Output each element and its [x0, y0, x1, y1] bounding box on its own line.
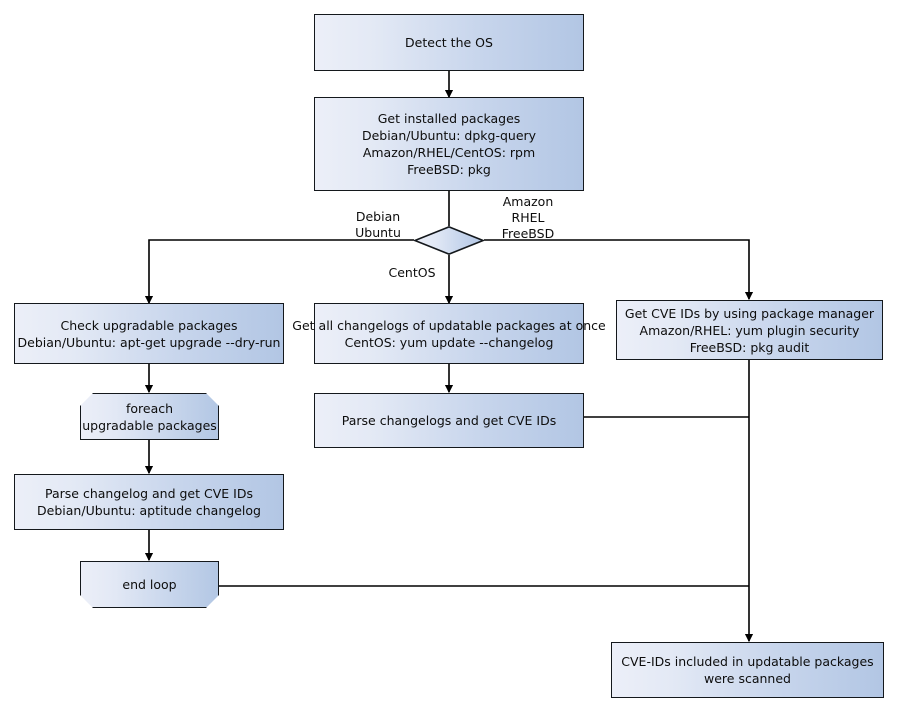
node-parse-changelogs-all-text: Parse changelogs and get CVE IDs: [340, 412, 558, 429]
text-line: Debian/Ubuntu: apt-get upgrade --dry-run: [17, 334, 281, 350]
text-line: end loop: [122, 577, 177, 592]
node-check-upgradable-text: Check upgradable packages Debian/Ubuntu:…: [16, 317, 283, 351]
node-parse-changelog-single[interactable]: Parse changelog and get CVE IDs Debian/U…: [14, 474, 284, 530]
text-line: Debian/Ubuntu: dpkg-query: [361, 128, 537, 143]
text-line: upgradable packages: [82, 417, 217, 433]
text-line: were scanned: [704, 671, 791, 686]
text-line: Ubuntu: [355, 225, 401, 240]
text-line: Detect the OS: [405, 35, 493, 50]
edge-label-right-branch: Amazon RHEL FreeBSD: [492, 194, 564, 242]
text-line: Amazon: [502, 194, 554, 209]
node-get-cve-pkg-manager-text: Get CVE IDs by using package manager Ama…: [623, 305, 876, 356]
text-line: Get installed packages: [377, 111, 521, 126]
node-parse-changelog-single-text: Parse changelog and get CVE IDs Debian/U…: [35, 485, 263, 519]
text-line: Parse changelog and get CVE IDs: [45, 486, 253, 501]
node-get-all-changelogs[interactable]: Get all changelogs of updatable packages…: [292, 303, 606, 364]
node-check-upgradable[interactable]: Check upgradable packages Debian/Ubuntu:…: [14, 303, 284, 364]
text-line: Debian: [355, 209, 401, 224]
edge-decision-left: [144, 239, 414, 305]
text-line: Amazon/RHEL: yum plugin security: [639, 322, 860, 338]
text-line: FreeBSD: pkg: [407, 162, 491, 177]
text-line: Debian/Ubuntu: aptitude changelog: [37, 503, 261, 518]
text-line: Parse changelogs and get CVE IDs: [341, 413, 557, 428]
node-detect-os-text: Detect the OS: [403, 34, 495, 51]
edge-label-left-branch: Debian Ubuntu: [347, 209, 409, 241]
node-get-cve-pkg-manager[interactable]: Get CVE IDs by using package manager Ama…: [616, 300, 883, 360]
node-scanned-result-text: CVE-IDs included in updatable packages w…: [619, 653, 875, 687]
node-end-loop[interactable]: end loop: [80, 561, 219, 608]
edge-decision-right: [484, 239, 754, 301]
edge-label-down-branch: CentOS: [383, 265, 441, 281]
node-os-decision[interactable]: [412, 226, 486, 255]
text-line: Get all changelogs of updatable packages…: [292, 317, 606, 333]
text-line: foreach: [125, 400, 174, 416]
node-get-installed-packages[interactable]: Get installed packages Debian/Ubuntu: dp…: [314, 97, 584, 191]
node-foreach-upgradable[interactable]: foreach upgradable packages: [80, 393, 219, 440]
node-foreach-upgradable-text: foreach upgradable packages: [80, 400, 219, 434]
node-end-loop-text: end loop: [120, 576, 178, 593]
text-line: Get CVE IDs by using package manager: [624, 305, 875, 321]
node-detect-os[interactable]: Detect the OS: [314, 14, 584, 71]
text-line: RHEL: [511, 210, 545, 225]
text-line: CentOS: [388, 265, 436, 280]
node-get-installed-packages-text: Get installed packages Debian/Ubuntu: dp…: [360, 110, 538, 178]
text-line: FreeBSD: pkg audit: [689, 339, 810, 355]
text-line: FreeBSD: [501, 226, 555, 241]
node-get-all-changelogs-text: Get all changelogs of updatable packages…: [290, 317, 607, 351]
diamond-shape: [412, 226, 486, 255]
text-line: CVE-IDs included in updatable packages: [621, 654, 874, 669]
text-line: Amazon/RHEL/CentOS: rpm: [362, 145, 536, 160]
node-scanned-result[interactable]: CVE-IDs included in updatable packages w…: [611, 642, 884, 698]
text-line: Check upgradable packages: [60, 317, 238, 333]
node-parse-changelogs-all[interactable]: Parse changelogs and get CVE IDs: [314, 393, 584, 448]
text-line: CentOS: yum update --changelog: [344, 334, 554, 350]
